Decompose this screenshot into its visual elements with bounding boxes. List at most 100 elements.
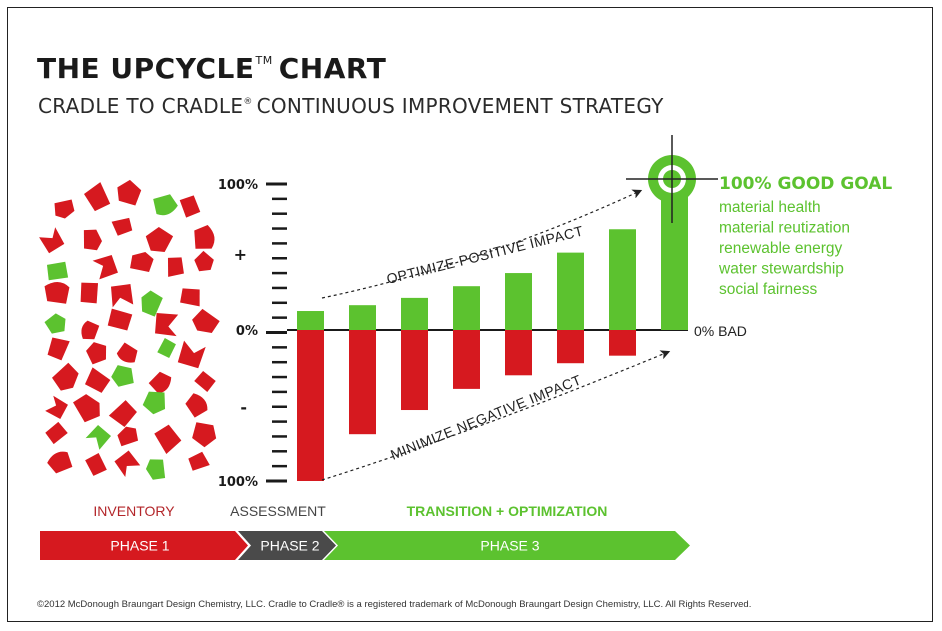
inventory-fragment bbox=[44, 313, 66, 334]
goal-item: material health bbox=[719, 199, 821, 216]
inventory-fragment bbox=[83, 229, 102, 251]
positive-bar bbox=[453, 286, 480, 330]
y-tick-label: - bbox=[240, 398, 247, 417]
inventory-fragment bbox=[180, 288, 200, 307]
inventory-fragment bbox=[145, 226, 174, 253]
inventory-fragment bbox=[192, 308, 220, 333]
phase1-text: PHASE 1 bbox=[110, 538, 169, 554]
goal-item: renewable energy bbox=[719, 240, 842, 257]
inventory-fragment bbox=[116, 342, 138, 363]
goal-item: water stewardship bbox=[718, 261, 844, 278]
optimize-label: OPTIMIZE POSITIVE IMPACT bbox=[385, 222, 585, 286]
inventory-fragment bbox=[84, 367, 111, 393]
inventory-fragment bbox=[86, 342, 107, 365]
copyright-footer: ©2012 McDonough Braungart Design Chemist… bbox=[37, 599, 752, 610]
positive-bar bbox=[401, 297, 428, 330]
inventory-fragment bbox=[108, 400, 137, 427]
positive-bar bbox=[349, 305, 376, 330]
negative-bar bbox=[557, 330, 584, 364]
inventory-fragment bbox=[157, 337, 176, 359]
inventory-fragment bbox=[46, 261, 69, 281]
inventory-fragment bbox=[117, 179, 142, 206]
negative-bar bbox=[505, 330, 532, 376]
inventory-fragment bbox=[188, 451, 210, 471]
positive-bar bbox=[297, 311, 324, 330]
inventory-fragment bbox=[179, 195, 201, 218]
inventory-fragment bbox=[45, 421, 68, 445]
inventory-fragment bbox=[111, 365, 134, 387]
phase1-arrow bbox=[40, 531, 248, 560]
negative-bar bbox=[297, 330, 324, 481]
inventory-fragment bbox=[80, 282, 99, 304]
positive-bar bbox=[557, 252, 584, 330]
minimize-arrow bbox=[321, 350, 671, 481]
phase2-text: PHASE 2 bbox=[260, 538, 319, 554]
phase-label-assessment: ASSESSMENT bbox=[230, 503, 326, 519]
positive-bar bbox=[609, 229, 636, 330]
title-tm: TM bbox=[255, 54, 273, 67]
negative-bar bbox=[453, 330, 480, 389]
inventory-fragment bbox=[141, 290, 163, 317]
inventory-fragment bbox=[194, 225, 215, 249]
inventory-fragment bbox=[39, 227, 65, 254]
inventory-fragment bbox=[194, 370, 216, 392]
y-tick-label: + bbox=[234, 245, 247, 264]
zero-bad-label: 0% BAD bbox=[694, 323, 747, 339]
goal-list: 100% GOOD GOAL material health material re… bbox=[718, 174, 892, 298]
goal-item: material reutization bbox=[719, 220, 850, 237]
bars bbox=[297, 184, 688, 481]
phase3-text: PHASE 3 bbox=[480, 538, 539, 554]
inventory-fragment bbox=[92, 255, 118, 280]
inventory-fragment bbox=[81, 320, 100, 340]
inventory-fragment bbox=[44, 282, 70, 304]
inventory-fragment bbox=[154, 424, 182, 454]
inventory-fragments bbox=[39, 179, 220, 480]
inventory-fragment bbox=[52, 362, 79, 391]
inventory-fragment bbox=[185, 393, 208, 418]
inventory-fragment bbox=[85, 424, 112, 450]
inventory-fragment bbox=[153, 194, 178, 216]
optimize-arrow bbox=[321, 189, 643, 299]
inventory-fragment bbox=[155, 313, 179, 337]
goal-target-icon bbox=[626, 135, 718, 223]
subtitle-part-a: CRADLE TO CRADLE bbox=[38, 94, 244, 118]
inventory-fragment bbox=[85, 452, 107, 476]
title-end: CHART bbox=[278, 52, 387, 85]
subtitle-part-b: CONTINUOUS IMPROVEMENT STRATEGY bbox=[256, 94, 664, 118]
chart-title: THE UPCYCLETM CHART bbox=[37, 52, 386, 85]
inventory-fragment bbox=[145, 459, 166, 480]
inventory-fragment bbox=[117, 426, 139, 447]
inventory-fragment bbox=[114, 450, 141, 478]
inventory-fragment bbox=[194, 250, 214, 272]
goal-item: social fairness bbox=[719, 281, 817, 298]
inventory-fragment bbox=[73, 394, 100, 423]
phase2-arrow bbox=[238, 531, 336, 560]
inventory-fragment bbox=[107, 308, 133, 331]
inventory-fragment bbox=[83, 182, 111, 212]
negative-bar bbox=[401, 330, 428, 411]
inventory-fragment bbox=[111, 217, 133, 236]
title-main: THE UPCYCLE bbox=[37, 52, 255, 85]
subtitle-reg: ® bbox=[243, 97, 253, 107]
y-tick-label: 0% bbox=[236, 324, 258, 339]
positive-bar bbox=[661, 184, 688, 330]
positive-bar bbox=[505, 273, 532, 330]
phase3-arrow bbox=[324, 531, 690, 560]
chart-subtitle: CRADLE TO CRADLE®CONTINUOUS IMPROVEMENT … bbox=[38, 94, 664, 118]
inventory-fragment bbox=[130, 251, 154, 273]
inventory-fragment bbox=[148, 371, 172, 394]
phase-label-inventory: INVENTORY bbox=[93, 503, 175, 519]
inventory-fragment bbox=[47, 451, 73, 474]
inventory-fragment bbox=[142, 391, 166, 415]
inventory-fragment bbox=[45, 395, 68, 419]
inventory-fragment bbox=[110, 283, 134, 308]
phase-bar: INVENTORY ASSESSMENT TRANSITION + OPTIMIZA… bbox=[40, 503, 690, 560]
y-tick-label: 100% bbox=[218, 475, 258, 490]
phase-label-transition: TRANSITION + OPTIMIZATION bbox=[407, 503, 608, 519]
y-tick-label: 100% bbox=[218, 178, 258, 193]
inventory-fragment bbox=[177, 340, 206, 369]
inventory-fragment bbox=[192, 422, 217, 448]
goal-title: 100% GOOD GOAL bbox=[719, 174, 892, 194]
negative-bar bbox=[609, 330, 636, 356]
